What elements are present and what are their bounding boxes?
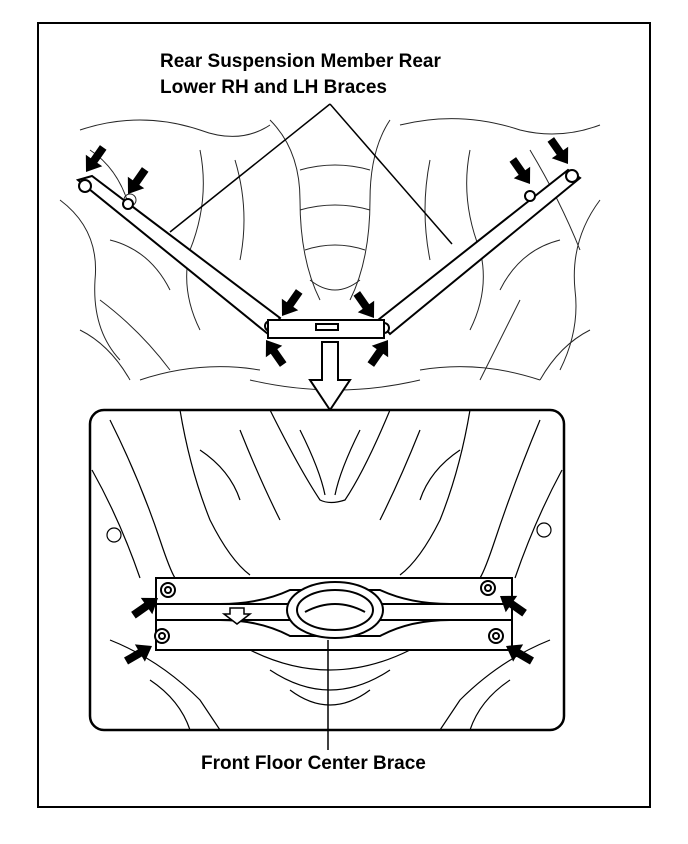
leader-lines <box>169 103 453 245</box>
right-rear-brace <box>376 168 582 336</box>
front-brace-label: Front Floor Center Brace <box>201 753 426 774</box>
center-brace-large <box>154 577 513 651</box>
left-rear-brace <box>75 174 282 336</box>
rear-braces-label-line1: Rear Suspension Member Rear <box>160 51 441 72</box>
rear-braces-label-line2: Lower RH and LH Braces <box>160 77 387 98</box>
center-brace-small <box>267 319 385 339</box>
callout-arrow <box>308 341 352 412</box>
diagram-frame <box>37 22 651 808</box>
inset-sketch <box>91 410 563 730</box>
detail-inset-box <box>88 408 566 732</box>
